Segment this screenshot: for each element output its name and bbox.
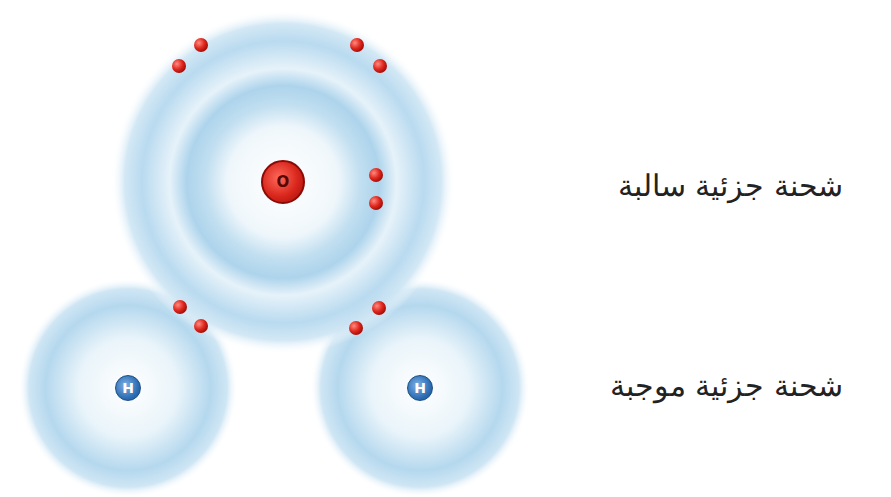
charge-label: شحنة جزئية موجبة <box>610 368 843 403</box>
atom-symbol: H <box>122 381 134 395</box>
atom-symbol: H <box>414 381 426 395</box>
hydrogen-nucleus: H <box>115 375 141 401</box>
electrons <box>172 38 387 335</box>
charge-label: شحنة جزئية سالبة <box>618 168 843 203</box>
oxygen-cloud <box>111 10 455 354</box>
atom-symbol: O <box>277 175 290 190</box>
oxygen-nucleus: O <box>261 160 305 204</box>
hydrogen-nucleus: H <box>407 375 433 401</box>
